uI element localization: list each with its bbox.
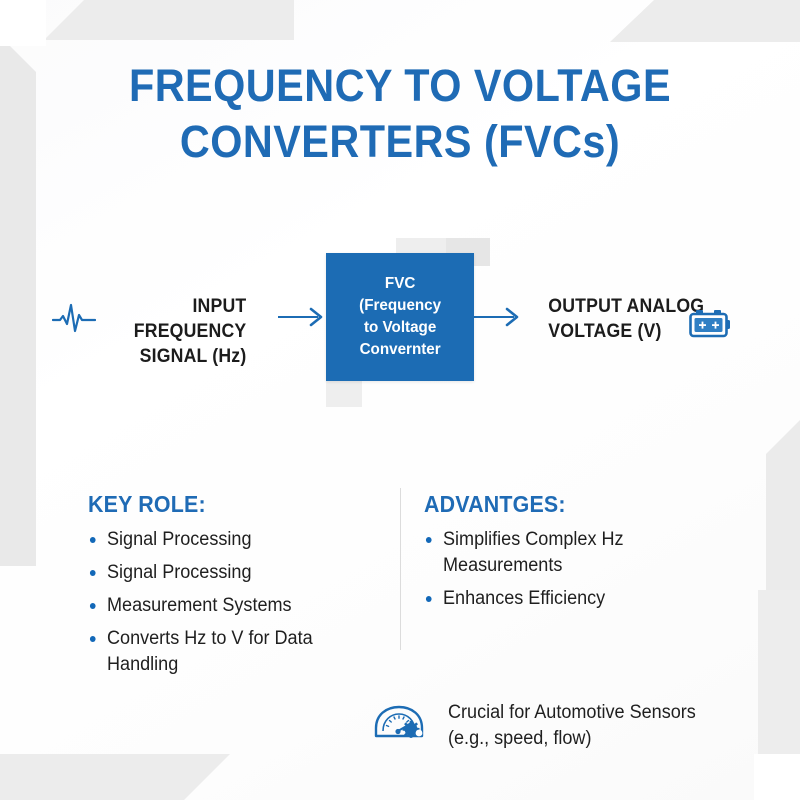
arrow-right-icon-input xyxy=(278,306,326,333)
footer-note: Crucial for Automotive Sensors (e.g., sp… xyxy=(372,700,709,753)
page-title-line-1: FREQUENCY TO VOLTAGE xyxy=(128,60,672,111)
fvc-box-label: FVC (Frequency to Voltage Convernter xyxy=(359,273,441,361)
decoration-bottom-right-notch xyxy=(754,754,800,800)
input-label: INPUT FREQUENCY SIGNAL (Hz) xyxy=(98,294,247,369)
page-title: FREQUENCY TO VOLTAGE CONVERTERS (FVCs) xyxy=(0,58,800,170)
footer-line-2: (e.g., speed, flow) xyxy=(448,728,592,749)
footer-line-1: Crucial for Automotive Sensors xyxy=(448,702,696,723)
key-role-heading: KEY ROLE: xyxy=(88,491,206,517)
advantages-heading: ADVANTGES: xyxy=(424,491,566,517)
advantages-column: ADVANTGES: Simplifies Complex Hz Measure… xyxy=(424,490,714,619)
speedometer-gear-icon xyxy=(372,700,434,753)
decoration-top-left-wedge xyxy=(44,0,294,40)
accent-square-bottom xyxy=(326,381,362,407)
list-item: Signal Processing xyxy=(88,527,373,553)
fvc-box-line-4: Convernter xyxy=(359,341,441,358)
fvc-box-line-1: FVC xyxy=(384,275,416,292)
column-divider xyxy=(400,488,401,650)
input-label-line-1: INPUT FREQUENCY xyxy=(133,296,247,342)
list-item: Measurement Systems xyxy=(88,593,373,619)
footer-text: Crucial for Automotive Sensors (e.g., sp… xyxy=(448,700,696,752)
output-label-line-1: OUTPUT ANALOG xyxy=(548,296,705,317)
fvc-box-line-2: (Frequency xyxy=(359,297,441,314)
list-item: Simplifies Complex Hz Measurements xyxy=(424,527,700,579)
list-item: Enhances Efficiency xyxy=(424,586,700,612)
fvc-box: FVC (Frequency to Voltage Convernter xyxy=(326,253,474,381)
output-label-line-2: VOLTAGE (V) xyxy=(548,321,662,342)
page-title-line-2: CONVERTERS (FVCs) xyxy=(179,116,621,167)
list-item: Converts Hz to V for Data Handling xyxy=(88,626,373,678)
arrow-right-icon-output xyxy=(474,306,522,333)
list-item: Signal Processing xyxy=(88,560,373,586)
decoration-bottom-left-wedge xyxy=(0,754,230,800)
output-label: OUTPUT ANALOG VOLTAGE (V) xyxy=(548,294,715,344)
key-role-column: KEY ROLE: Signal Processing Signal Proce… xyxy=(88,490,388,685)
decoration-top-left-band xyxy=(0,36,36,566)
key-role-list: Signal Processing Signal Processing Meas… xyxy=(88,527,388,678)
decoration-top-left-notch xyxy=(0,0,46,46)
car-battery-icon xyxy=(688,308,732,347)
decoration-top-right-wedge xyxy=(610,0,800,42)
advantages-list: Simplifies Complex Hz Measurements Enhan… xyxy=(424,527,714,612)
waveform-icon xyxy=(51,300,97,339)
fvc-box-line-3: to Voltage xyxy=(363,319,437,336)
input-label-line-2: SIGNAL (Hz) xyxy=(139,346,247,367)
